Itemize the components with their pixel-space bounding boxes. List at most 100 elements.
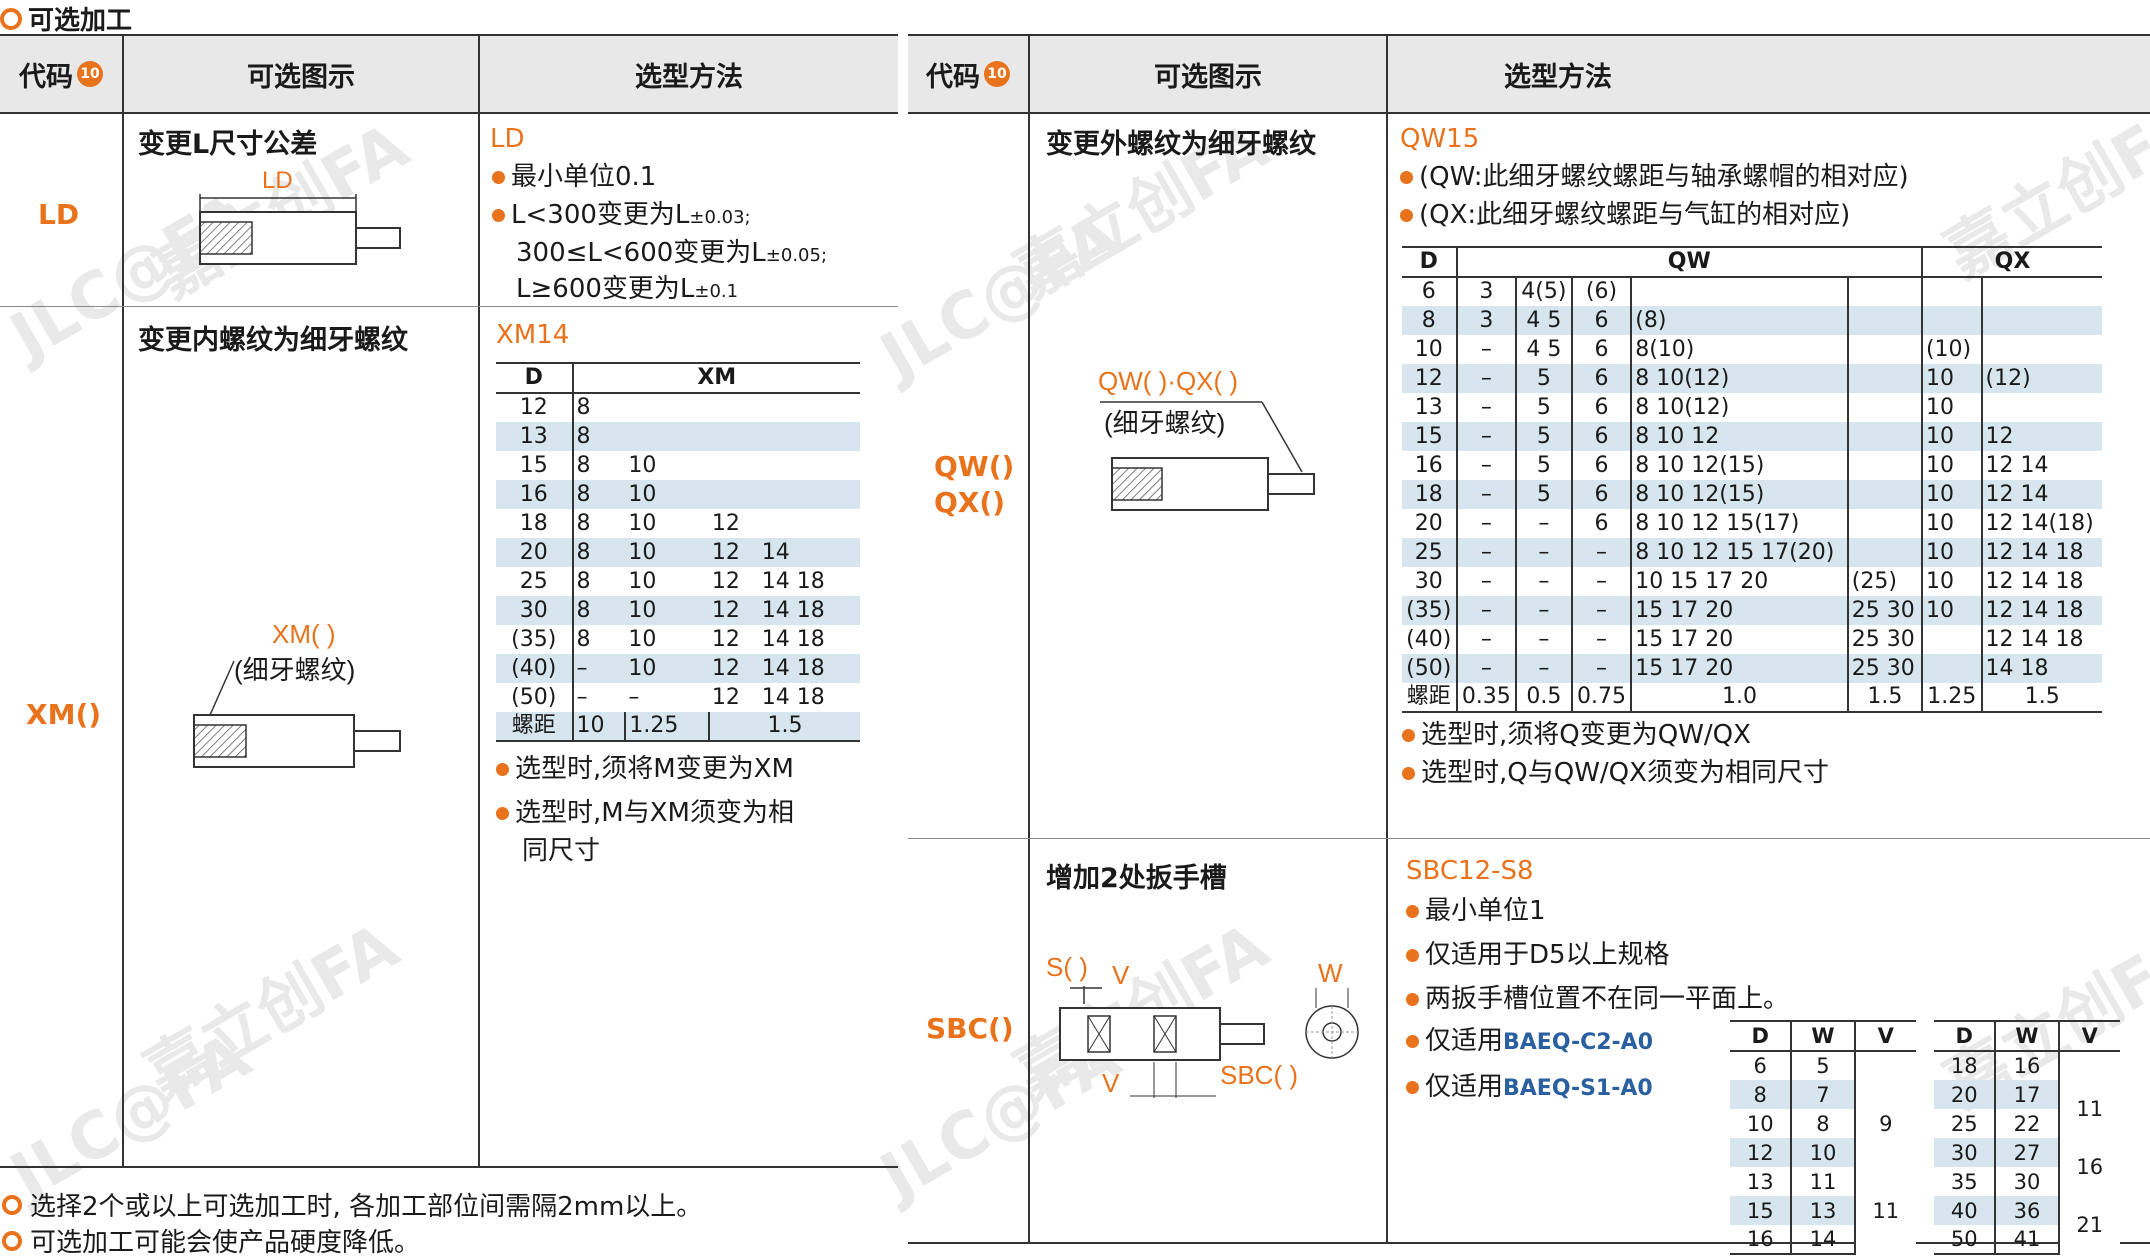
- table-cell: 13: [1746, 1169, 1774, 1194]
- table-cell: D: [1402, 246, 1457, 278]
- badge-icon: 10: [984, 61, 1010, 87]
- table-cell: 15 17 20: [1630, 596, 1848, 625]
- table-cell: 16: [2057, 1138, 2120, 1196]
- sbc-bullet-3: 两扳手槽位置不在同一平面上。: [1406, 980, 1789, 1018]
- xm-n2: 选型时,M与XM须变为相: [515, 798, 794, 828]
- table-cell: 14 18: [758, 654, 860, 683]
- footer-note-1: 选择2个或以上可选加工时, 各加工部位间需隔2mm以上。: [2, 1186, 702, 1223]
- table-cell: [1846, 451, 1922, 480]
- table-cell: 8: [1730, 1080, 1792, 1109]
- table-cell: 10: [1920, 596, 1982, 625]
- ld-b3: 300≤L<600变更为L: [516, 238, 766, 268]
- table-cell: 15: [519, 452, 548, 478]
- table-cell: 7: [1790, 1080, 1855, 1109]
- table-cell: 25: [1402, 538, 1457, 567]
- sbc-fig-w: W: [1318, 958, 1343, 988]
- table-cell: 10: [1920, 393, 1982, 422]
- table-cell: –: [1570, 654, 1632, 683]
- table-cell: [1846, 277, 1922, 306]
- row-title-qw: 变更外螺纹为细牙螺纹: [1046, 129, 1316, 160]
- table-cell: 螺距: [496, 712, 573, 742]
- table-cell: 10: [628, 452, 657, 478]
- table-cell: –: [1455, 422, 1517, 451]
- section-title: 可选加工: [28, 6, 133, 36]
- table-cell: –: [1455, 364, 1517, 393]
- row-title-sbc: 增加2处扳手槽: [1046, 863, 1227, 894]
- table-cell: 10: [625, 480, 709, 509]
- table-cell: 12: [1402, 364, 1457, 393]
- table-cell: 10: [1920, 422, 1982, 451]
- table-cell: 8(10): [1630, 335, 1848, 364]
- sbc-b4: 仅适用: [1425, 1026, 1504, 1056]
- table-cell: 22: [1994, 1109, 2059, 1138]
- table-cell: QX: [1920, 246, 2102, 278]
- table-cell: 18: [519, 510, 548, 536]
- table-cell: 3: [1455, 306, 1517, 335]
- table-cell: [2057, 1051, 2120, 1080]
- table-cell: 14 18: [761, 626, 825, 652]
- table-cell: 20: [1414, 510, 1443, 536]
- table-cell: [1853, 1051, 1916, 1080]
- sbc-link-1[interactable]: BAEQ-C2-A0: [1503, 1030, 1653, 1055]
- table-cell: [709, 393, 759, 422]
- table-cell: 30: [496, 596, 573, 625]
- table-cell: 10: [1920, 364, 1982, 393]
- table-cell: 10: [1920, 567, 1982, 596]
- section-header: 可选加工: [0, 0, 132, 37]
- table-cell: 12 14: [1980, 451, 2102, 480]
- table-cell: 4 5: [1515, 306, 1572, 335]
- table-cell: –: [1455, 654, 1517, 683]
- sbc-link-2[interactable]: BAEQ-S1-A0: [1503, 1076, 1653, 1101]
- table-cell: 10: [628, 568, 657, 594]
- table-cell: 5: [1790, 1051, 1855, 1080]
- xm-note-1: 选型时,须将M变更为XM: [496, 750, 794, 788]
- bullet-icon: [1400, 171, 1413, 184]
- code-xm: XM(): [26, 698, 102, 731]
- table-cell: 35: [1950, 1169, 1978, 1194]
- bullet-icon: [1406, 905, 1419, 918]
- table-cell: 8: [1402, 306, 1457, 335]
- ld-bullet-3: 300≤L<600变更为L±0.05;: [516, 234, 827, 275]
- table-cell: –: [1455, 451, 1517, 480]
- table-cell: 5: [1515, 364, 1572, 393]
- table-cell: (35): [1402, 596, 1457, 625]
- code-qx: QX(): [934, 486, 1005, 519]
- table-cell: 25 30: [1846, 596, 1922, 625]
- bullet-icon: [1406, 1081, 1419, 1094]
- table-cell: 11: [1853, 1167, 1916, 1254]
- table-cell: 20: [496, 538, 573, 567]
- table-cell: [1846, 422, 1922, 451]
- table-cell: [759, 451, 860, 480]
- table-cell: (8): [1630, 306, 1848, 335]
- table-cell: 5: [1515, 393, 1572, 422]
- col-header-method: 选型方法: [1388, 36, 2150, 112]
- table-cell: [1846, 509, 1922, 538]
- col-header-method: 选型方法: [480, 36, 898, 112]
- table-cell: 8: [1790, 1109, 1855, 1138]
- table-cell: 14 18: [761, 568, 825, 594]
- table-cell: [758, 480, 860, 509]
- table-cell: 13: [1790, 1196, 1855, 1225]
- qw-example: QW15: [1400, 124, 1480, 154]
- table-cell: 10: [1920, 509, 1982, 538]
- table-cell: [1980, 393, 2102, 422]
- table-cell: W: [1994, 1020, 2059, 1052]
- table-cell: 14 18: [758, 596, 860, 625]
